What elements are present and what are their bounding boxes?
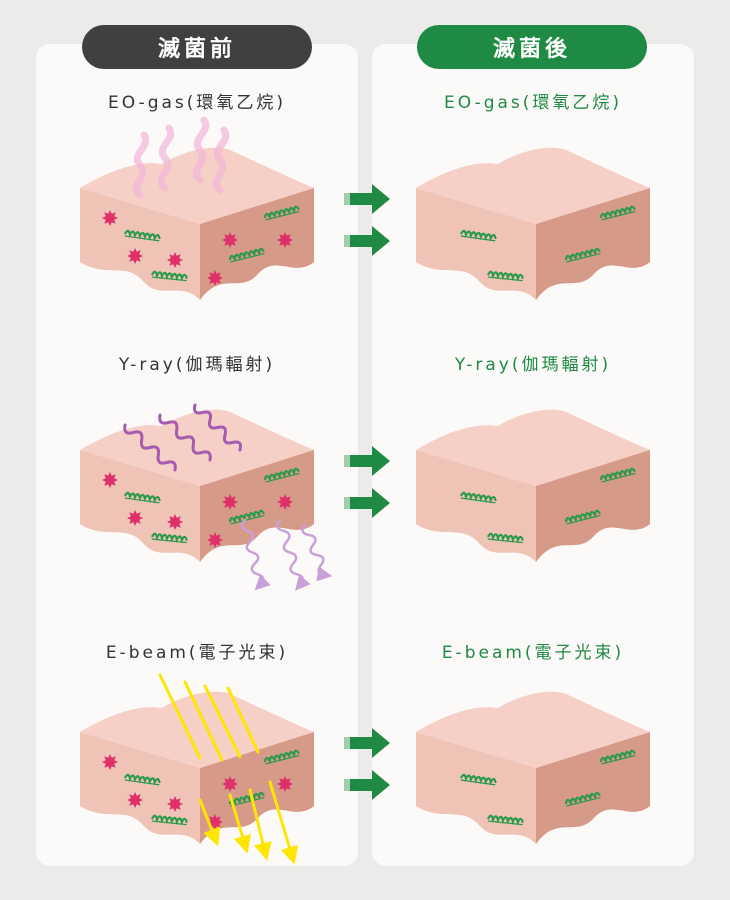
bacteria-icon xyxy=(263,749,300,765)
tissue-top xyxy=(80,409,314,486)
gamma-wave-icon xyxy=(123,403,333,591)
tissue-top xyxy=(416,147,650,224)
virus-icon xyxy=(222,776,238,792)
virus-icon xyxy=(102,210,118,226)
bacteria-icon xyxy=(487,532,524,544)
tissue-block-after xyxy=(416,409,650,562)
bacteria-icon xyxy=(460,229,497,242)
bacteria-icon xyxy=(263,205,300,221)
tissue-block-before xyxy=(80,691,314,844)
virus-icon xyxy=(167,514,183,530)
method-label-ebeam-after: E-beam(電子光束) xyxy=(441,643,625,663)
bacteria-icon xyxy=(228,509,265,525)
bacteria-icon xyxy=(263,467,300,483)
bacteria-icon xyxy=(151,532,188,544)
virus-icon xyxy=(167,796,183,812)
bacteria-icon xyxy=(228,791,265,807)
tissue-block-before xyxy=(80,409,314,562)
tissue-block-after xyxy=(416,147,650,300)
method-label-gamma-after: Y-ray(伽瑪輻射) xyxy=(454,355,612,375)
right-arrow-icon xyxy=(344,728,390,758)
bacteria-icon xyxy=(487,814,524,826)
virus-icon xyxy=(127,510,143,526)
right-arrow-icon xyxy=(344,446,390,476)
bacteria-icon xyxy=(564,509,601,525)
bacteria-icon xyxy=(124,229,161,242)
virus-icon xyxy=(127,248,143,264)
virus-icon xyxy=(127,792,143,808)
tissue-side xyxy=(536,450,650,562)
tissue-top xyxy=(416,409,650,486)
virus-icon xyxy=(167,252,183,268)
after-header: 滅菌後 xyxy=(417,25,647,69)
bacteria-icon xyxy=(460,773,497,786)
bacteria-icon xyxy=(228,247,265,263)
tissue-block-after xyxy=(416,691,650,844)
bacteria-icon xyxy=(564,247,601,263)
bacteria-icon xyxy=(460,491,497,504)
bacteria-icon xyxy=(151,270,188,282)
bacteria-icon xyxy=(124,491,161,504)
method-label-eo-after: EO-gas(環氧乙烷) xyxy=(443,93,623,113)
virus-icon xyxy=(207,532,223,548)
tissue-side xyxy=(536,188,650,300)
ebeam-ray-icon xyxy=(158,673,299,865)
tissue-front xyxy=(416,450,536,562)
tissue-front xyxy=(416,732,536,844)
bacteria-icon xyxy=(151,814,188,826)
right-arrow-icon xyxy=(344,770,390,800)
virus-icon xyxy=(277,494,293,510)
method-label-eo-before: EO-gas(環氧乙烷) xyxy=(107,93,287,113)
right-arrow-icon xyxy=(344,488,390,518)
tissue-side xyxy=(536,732,650,844)
bacteria-icon xyxy=(599,467,636,483)
right-arrow-icon xyxy=(344,226,390,256)
virus-icon xyxy=(102,472,118,488)
method-label-ebeam-before: E-beam(電子光束) xyxy=(105,643,289,663)
tissue-side xyxy=(200,188,314,300)
virus-icon xyxy=(277,776,293,792)
before-header: 滅菌前 xyxy=(82,25,312,69)
bacteria-icon xyxy=(599,205,636,221)
right-arrow-icon xyxy=(344,184,390,214)
tissue-side xyxy=(200,732,314,844)
gas-vapor-icon xyxy=(132,116,230,199)
bacteria-icon xyxy=(599,749,636,765)
virus-icon xyxy=(222,494,238,510)
bacteria-icon xyxy=(124,773,161,786)
tissue-top xyxy=(416,691,650,768)
method-label-gamma-before: Y-ray(伽瑪輻射) xyxy=(118,355,276,375)
virus-icon xyxy=(222,232,238,248)
virus-icon xyxy=(277,232,293,248)
tissue-side xyxy=(200,450,314,562)
bacteria-icon xyxy=(487,270,524,282)
virus-icon xyxy=(207,270,223,286)
virus-icon xyxy=(102,754,118,770)
bacteria-icon xyxy=(564,791,601,807)
tissue-front xyxy=(416,188,536,300)
